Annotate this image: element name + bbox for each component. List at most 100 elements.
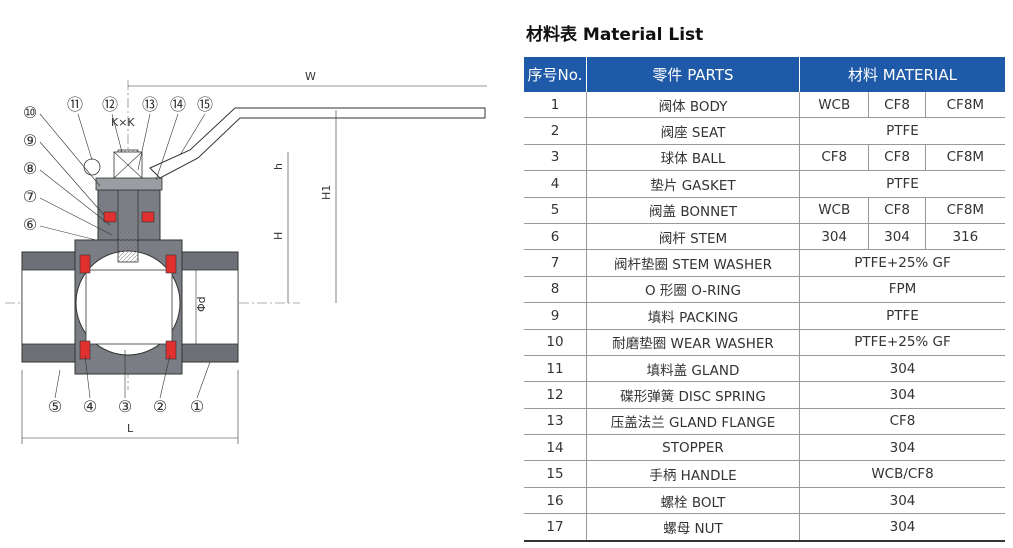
cell-part: 螺栓 BOLT — [586, 487, 800, 515]
cell-material: FPM — [799, 276, 1005, 304]
cell-no: 12 — [524, 381, 587, 409]
seat-right-bottom — [165, 340, 177, 360]
dim-L: L — [127, 422, 134, 435]
cell-material: CF8 — [799, 408, 1005, 436]
cell-no: 2 — [524, 117, 587, 145]
cell-material: 304 — [799, 513, 1005, 542]
cell-material: WCB — [798, 92, 869, 119]
cell-no: 10 — [524, 329, 587, 356]
cell-material: PTFE — [799, 117, 1005, 145]
callout-13: ⑬ — [142, 95, 158, 114]
cell-part: 阀杆 STEM — [586, 223, 800, 251]
callout-12: ⑫ — [102, 95, 118, 114]
cell-material: PTFE+25% GF — [799, 329, 1005, 356]
callout-9: ⑨ — [23, 131, 37, 150]
cell-part: 耐磨垫圈 WEAR WASHER — [586, 329, 800, 356]
seat-left-top — [79, 254, 91, 274]
cell-part: 垫片 GASKET — [586, 170, 800, 198]
cell-no: 15 — [524, 460, 587, 488]
dim-W: W — [305, 70, 316, 83]
left-bore — [21, 269, 76, 345]
cell-part: 阀杆垫圈 STEM WASHER — [586, 249, 800, 277]
dim-KK: K×K — [111, 116, 135, 129]
cell-part: 碟形弹簧 DISC SPRING — [586, 381, 800, 409]
callout-1: ① — [190, 397, 204, 416]
cell-part: 阀盖 BONNET — [586, 197, 800, 224]
callout-11: ⑪ — [67, 95, 83, 114]
cell-part: 螺母 NUT — [586, 513, 800, 542]
callout-15: ⑮ — [197, 95, 213, 114]
ball-valve-drawing: W H1 H h Φd K×K L ⑩ ⑪ ⑫ ⑬ ⑭ ⑮ ⑨ ⑧ ⑦ ⑥ ⑤ … — [5, 70, 487, 444]
cell-material: PTFE — [799, 302, 1005, 330]
cell-material: CF8 — [868, 92, 926, 119]
callouts-left: ⑨ ⑧ ⑦ ⑥ — [23, 131, 37, 234]
handle — [149, 107, 486, 179]
cell-no: 13 — [524, 408, 587, 436]
dim-h: h — [272, 163, 285, 170]
cell-no: 7 — [524, 249, 587, 277]
cell-part: 填料盖 GLAND — [586, 355, 800, 383]
cell-no: 11 — [524, 355, 587, 383]
cell-material: 304 — [798, 223, 869, 251]
cell-material: CF8M — [924, 92, 1005, 119]
cell-part: O 形圈 O-RING — [586, 276, 800, 304]
ball-bore — [85, 269, 173, 345]
cell-material: CF8M — [924, 197, 1005, 224]
cell-material: CF8 — [868, 197, 926, 224]
cell-material: WCB — [798, 197, 869, 224]
cell-material: 316 — [924, 223, 1005, 251]
header-no: 序号No. — [524, 57, 587, 92]
cell-material: PTFE+25% GF — [799, 249, 1005, 277]
callout-5: ⑤ — [48, 397, 62, 416]
dim-d: Φd — [195, 296, 208, 312]
cell-material: CF8M — [924, 144, 1005, 172]
cell-no: 3 — [524, 144, 587, 172]
cell-part: 手柄 HANDLE — [586, 460, 800, 488]
header-parts: 零件 PARTS — [586, 57, 800, 92]
callout-10: ⑩ — [23, 103, 37, 122]
cell-no: 16 — [524, 487, 587, 515]
callout-2: ② — [153, 397, 167, 416]
seat-right-top — [165, 254, 177, 274]
cell-material: 304 — [799, 381, 1005, 409]
cell-no: 17 — [524, 513, 587, 542]
cell-no: 8 — [524, 276, 587, 304]
cell-no: 1 — [524, 92, 587, 119]
cell-material: CF8 — [798, 144, 869, 172]
callout-6: ⑥ — [23, 215, 37, 234]
cell-part: STOPPER — [586, 434, 800, 462]
cell-material: 304 — [799, 434, 1005, 462]
cell-part: 阀座 SEAT — [586, 117, 800, 145]
cell-part: 阀体 BODY — [586, 92, 800, 119]
cell-no: 5 — [524, 197, 587, 224]
cell-part: 球体 BALL — [586, 144, 800, 172]
cell-material: 304 — [868, 223, 926, 251]
right-bore — [181, 269, 239, 345]
header-material: 材料 MATERIAL — [799, 57, 1005, 92]
callout-7: ⑦ — [23, 187, 37, 206]
cell-material: WCB/CF8 — [799, 460, 1005, 488]
cell-material: 304 — [799, 487, 1005, 515]
table-title: 材料表 Material List — [526, 25, 704, 45]
callout-4: ④ — [83, 397, 97, 416]
cell-material: PTFE — [799, 170, 1005, 198]
dim-H1: H1 — [320, 185, 333, 200]
cell-no: 6 — [524, 223, 587, 251]
table-header-row: 序号No. 零件 PARTS 材料 MATERIAL — [524, 57, 1005, 92]
